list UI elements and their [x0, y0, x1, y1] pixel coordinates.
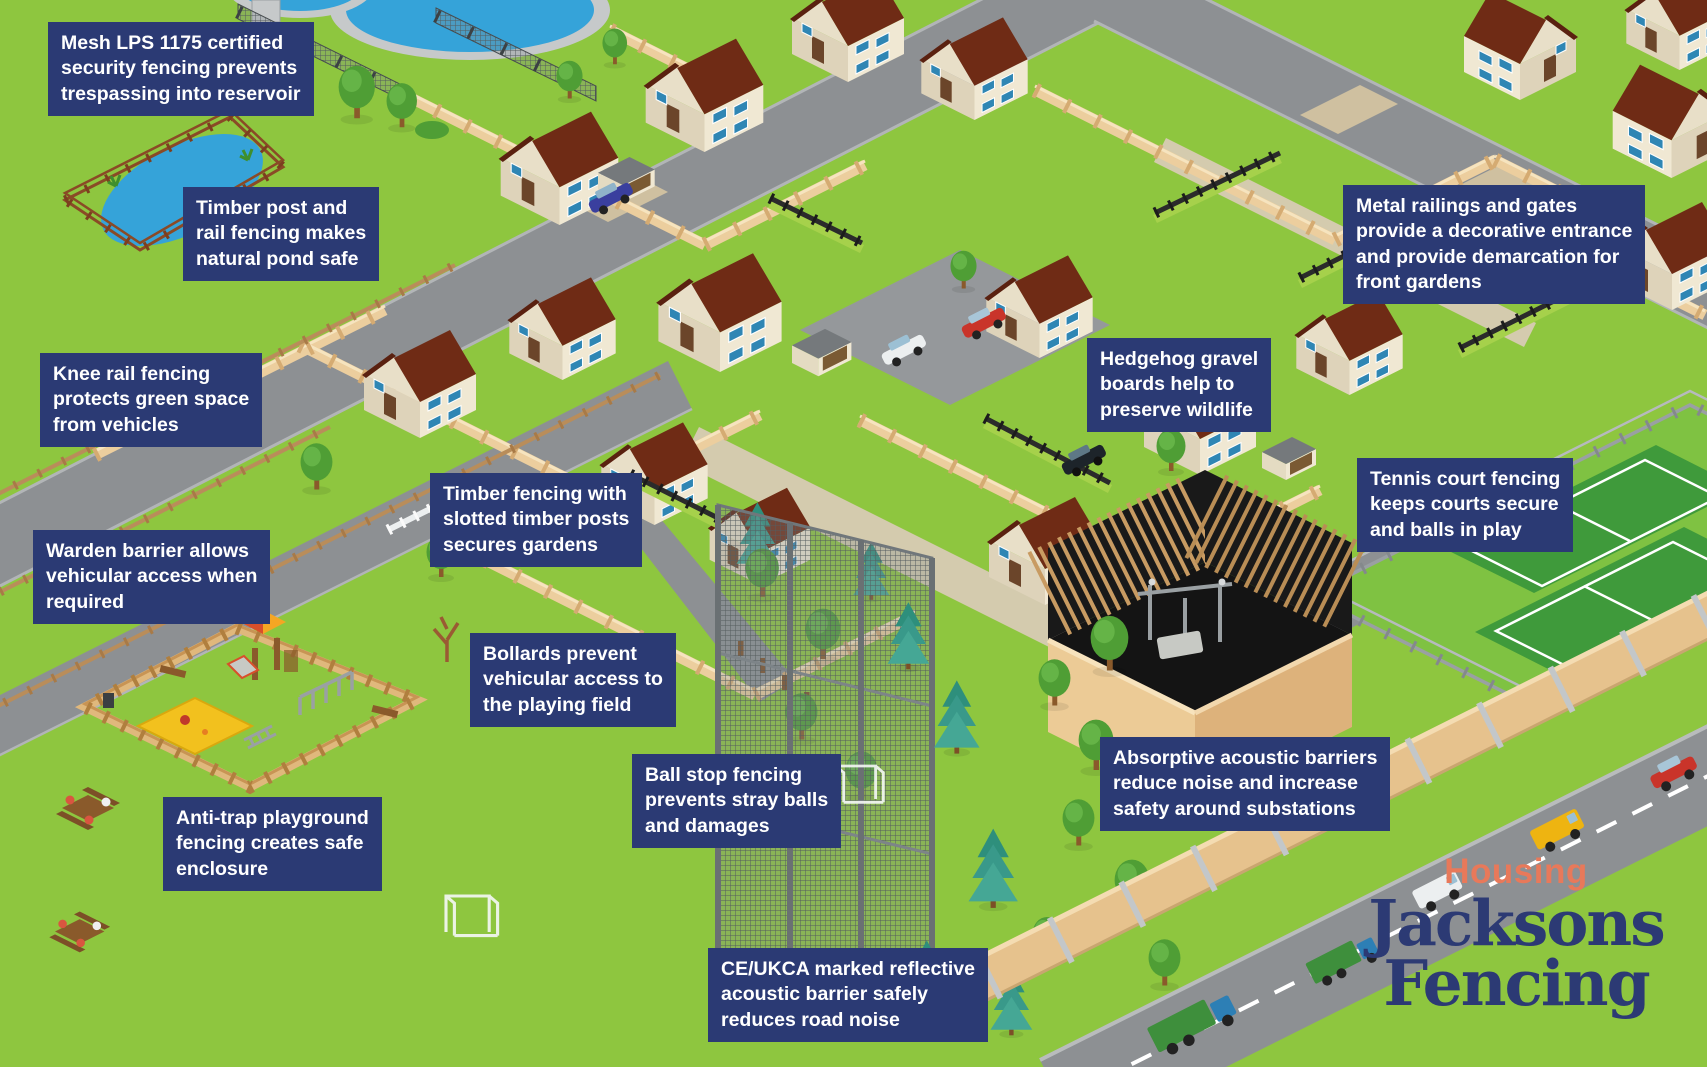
callout-hedgehog-boards: Hedgehog gravel boards help to preserve … — [1087, 338, 1272, 433]
parked-cars — [588, 182, 1106, 477]
picnic-table — [49, 911, 111, 953]
callout-bollards: Bollards prevent vehicular access to the… — [470, 633, 676, 728]
picnic-table — [56, 787, 120, 830]
callout-timber-post-rail: Timber post and rail fencing makes natur… — [183, 187, 380, 282]
callout-ce-ukca-acoustic: CE/UKCA marked reflective acoustic barri… — [708, 948, 988, 1043]
callout-timber-slotted: Timber fencing with slotted timber posts… — [430, 473, 643, 568]
logo-brand-line1: Jacksons — [1368, 886, 1665, 960]
callout-warden-barrier: Warden barrier allows vehicular access w… — [33, 530, 271, 625]
callout-metal-railings: Metal railings and gates provide a decor… — [1343, 185, 1646, 305]
callout-anti-trap: Anti-trap playground fencing creates saf… — [163, 797, 382, 892]
post-and-rail-fence — [56, 108, 291, 256]
tennis-courts — [1296, 389, 1707, 717]
callout-tennis-court: Tennis court fencing keeps courts secure… — [1357, 458, 1574, 553]
substation-equipment — [1137, 578, 1233, 660]
natural-pond — [56, 108, 291, 256]
callout-knee-rail: Knee rail fencing protects green space f… — [40, 353, 263, 448]
logo-brand-line2: Fencing — [1383, 945, 1650, 1020]
callout-mesh-security: Mesh LPS 1175 certified security fencing… — [48, 22, 314, 117]
football-goal — [444, 894, 500, 938]
anti-trap-fence — [70, 620, 433, 795]
substation — [1027, 470, 1373, 805]
playground — [70, 610, 460, 795]
logo-tagline: Housing — [1444, 852, 1588, 891]
callout-absorptive-acoustic: Absorptive acoustic barriers reduce nois… — [1100, 737, 1391, 832]
highway-vehicles — [1147, 755, 1697, 1055]
brand-logo: Housing Jacksons Fencing — [1330, 852, 1702, 1014]
callout-ball-stop: Ball stop fencing prevents stray balls a… — [632, 754, 842, 849]
trees — [300, 28, 1219, 1039]
